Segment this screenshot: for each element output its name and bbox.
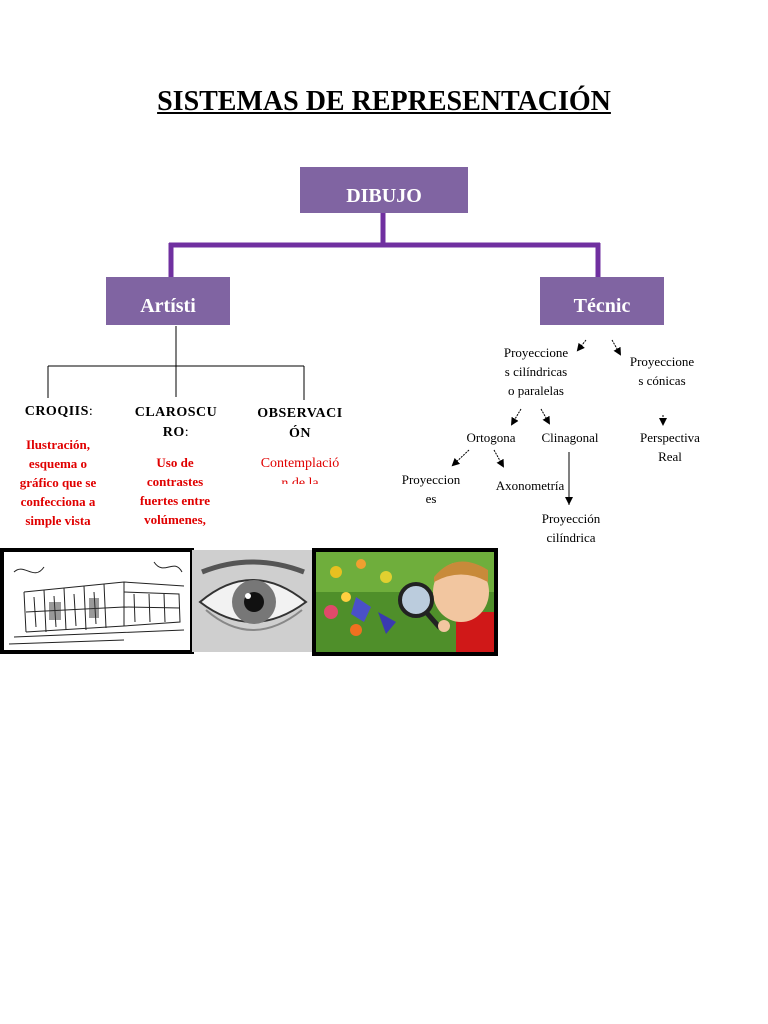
node-line: es — [425, 491, 437, 506]
root-box-dibujo: DIBUJO — [300, 167, 468, 213]
desc-line: simple vista — [25, 513, 91, 528]
box-artistico-label: Artísti — [140, 295, 196, 317]
box-artistico: Artísti — [106, 277, 230, 325]
node-axonometria: Axonometría — [495, 478, 565, 493]
sketch-building-image — [0, 548, 194, 654]
claroscuro-suffix: : — [184, 425, 190, 440]
desc-line: n de la — [281, 476, 319, 484]
croquis-text: CROQIIS — [24, 404, 89, 419]
boy-magnifier-image — [312, 548, 498, 656]
desc-line: confecciona a — [20, 494, 96, 509]
desc-claroscuro: Uso de contrastes fuertes entre volúmene… — [124, 453, 226, 529]
label-observacion: OBSERVACI ÓN — [248, 404, 352, 444]
label-claroscuro: CLAROSCU RO: — [126, 403, 226, 443]
desc-line: volúmenes, — [144, 512, 206, 527]
observacion-line: ÓN — [289, 426, 311, 441]
node-proyeccion-cilindrica: Proyección cilíndrica — [530, 509, 612, 547]
pencil-eye-image — [192, 550, 314, 652]
node-proyecciones: Proyeccion es — [390, 470, 472, 508]
desc-croquis: Ilustración, esquema o gráfico que se co… — [8, 435, 108, 530]
node-line: s cilíndricas — [504, 364, 568, 379]
desc-line: fuertes entre — [139, 493, 211, 508]
desc-line: Ilustración, — [26, 437, 90, 452]
label-croquis: CROQIIS: — [14, 404, 104, 420]
desc-line: esquema o — [28, 456, 88, 471]
box-tecnico: Técnic — [540, 277, 664, 325]
desc-line: contrastes — [146, 474, 204, 489]
node-proyecciones-conicas: Proyeccione s cónicas — [616, 352, 708, 390]
desc-line: gráfico que se — [19, 475, 97, 490]
root-box-label: DIBUJO — [346, 185, 422, 207]
claroscuro-line: RO — [162, 425, 185, 440]
node-ortogonal: Ortogona — [466, 430, 516, 445]
node-line: s cónicas — [638, 373, 686, 388]
node-line: Proyección — [541, 511, 601, 526]
node-line: Real — [658, 449, 682, 464]
desc-line: Contemplació — [260, 456, 340, 471]
node-proyecciones-cilindricas: Proyeccione s cilíndricas o paralelas — [488, 343, 584, 400]
observacion-line: OBSERVACI — [257, 406, 343, 421]
desc-observacion: Contemplació n de la — [248, 454, 352, 484]
node-perspectiva-real: Perspectiva Real — [626, 428, 714, 466]
desc-line: Uso de — [156, 455, 194, 470]
claroscuro-line: CLAROSCU — [134, 405, 218, 420]
croquis-suffix: : — [88, 404, 94, 419]
page-title: SISTEMAS DE REPRESENTACIÓN — [157, 86, 611, 117]
node-line: o paralelas — [508, 383, 564, 398]
node-line: Perspectiva — [640, 430, 700, 445]
node-line: Proyeccione — [503, 345, 569, 360]
node-clinagonal: Clinagonal — [541, 430, 599, 445]
box-tecnico-label: Técnic — [573, 295, 631, 317]
node-line: Proyeccion — [401, 472, 461, 487]
node-line: cilíndrica — [546, 530, 596, 545]
node-line: Proyeccione — [629, 354, 695, 369]
